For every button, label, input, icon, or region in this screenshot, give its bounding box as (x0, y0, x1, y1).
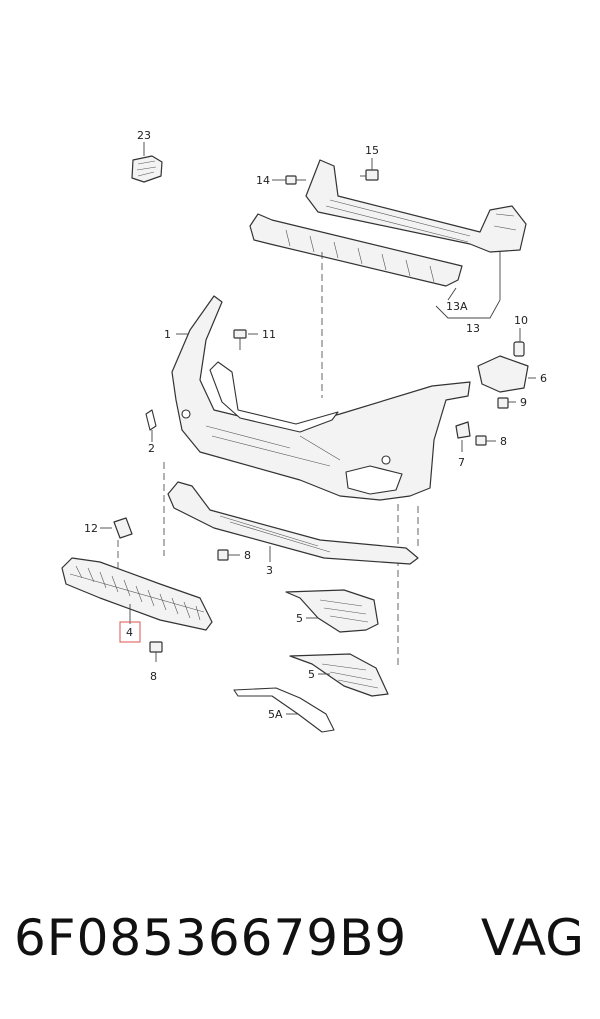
bolt-8-middle-icon (217, 549, 229, 561)
callout-12: 12 (84, 522, 98, 535)
footer: 6F08536679B9 VAG (0, 898, 600, 978)
callout-9: 9 (520, 396, 527, 409)
callout-5-lower: 5 (308, 668, 315, 681)
part-13a-energy-absorber (249, 213, 463, 287)
callout-23: 23 (137, 129, 151, 142)
part-2-clip (145, 409, 157, 431)
bolt-9-icon (497, 397, 509, 409)
part-5a-trim (233, 687, 335, 733)
callout-8-right: 8 (500, 435, 507, 448)
part-6-bracket (477, 355, 529, 393)
part-23-clip (131, 155, 163, 183)
callout-5-upper: 5 (296, 612, 303, 625)
part-5-fog-grille-upper (285, 589, 379, 633)
part-3-spoiler (167, 481, 419, 565)
callout-11: 11 (262, 328, 276, 341)
callout-3: 3 (266, 564, 273, 577)
part-1-bumper-cover (171, 295, 471, 501)
part-13-impact-carrier (305, 159, 527, 253)
callout-8-bottom: 8 (150, 670, 157, 683)
callout-6: 6 (540, 372, 547, 385)
callout-8-middle: 8 (244, 549, 251, 562)
callout-13a: 13A (446, 300, 468, 313)
bolt-8-bottom-icon (149, 641, 163, 662)
callout-7: 7 (458, 456, 465, 469)
part-4-grille (61, 557, 213, 631)
bolt-10-icon (513, 341, 525, 357)
callout-5a: 5A (268, 708, 283, 721)
part-7-clip (455, 421, 471, 439)
part-12-bracket (113, 517, 133, 539)
bolt-8-icon (475, 435, 487, 446)
callout-15: 15 (365, 144, 379, 157)
callout-4-highlight (119, 621, 141, 643)
brand-label: VAG (480, 909, 584, 967)
bolt-11-icon (233, 329, 247, 350)
callout-10: 10 (514, 314, 528, 327)
bolt-15-icon (360, 169, 379, 181)
part-5-fog-grille-lower (289, 653, 389, 697)
callout-2: 2 (148, 442, 155, 455)
callout-13: 13 (466, 322, 480, 335)
callout-4: 4 (126, 626, 133, 639)
bolt-14-icon (285, 175, 306, 185)
callout-14: 14 (256, 174, 270, 187)
callout-1: 1 (164, 328, 171, 341)
part-number-label: 6F08536679B9 (14, 909, 408, 967)
